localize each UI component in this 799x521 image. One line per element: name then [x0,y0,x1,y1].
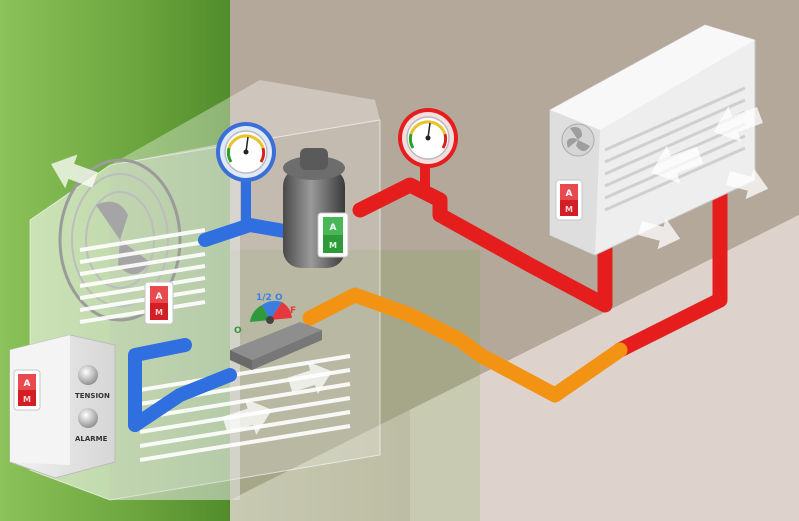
liquid-line-pipe [302,287,628,403]
switch-auto-label: A [156,292,163,302]
alarme-indicator-light [78,408,98,428]
switch-auto-label: A [330,223,337,233]
low-pressure-gauge [216,122,276,182]
valve-half-sector [262,300,282,320]
tension-indicator-light [78,365,98,385]
switch-manual-label: M [155,308,163,317]
alarme-label: ALARME [75,435,108,443]
valve-closed-label: F [290,306,296,316]
control-box-switch[interactable]: A M [13,369,41,411]
expansion-valve: O 1/2 O F [230,293,322,370]
tension-label: TENSION [75,392,110,400]
valve-open-sector [250,305,270,322]
switch-manual-label: M [23,395,31,404]
switch-auto-label: A [566,189,573,199]
condenser-grille [79,228,351,462]
valve-open-label: O [234,326,242,336]
switch-auto-label: A [24,379,31,389]
indoor-unit-switch[interactable]: A M [555,179,583,221]
high-pressure-gauge [398,108,458,168]
switch-manual-label: M [329,241,337,250]
valve-closed-sector [270,302,292,320]
valve-half-label: 1/2 O [256,293,283,303]
receiver-switch[interactable]: A M [317,212,349,258]
switch-manual-label: M [565,205,573,214]
low-pressure-pipe [128,175,297,432]
pressure-gauge-icon [405,115,451,161]
high-pressure-pipe [352,160,728,358]
fan-icon [561,123,595,157]
pressure-gauge-icon [223,129,269,175]
indoor-unit: A M [549,24,756,256]
control-box: A M TENSION ALARME [9,334,116,479]
outdoor-unit-switch[interactable]: A M [144,281,174,325]
